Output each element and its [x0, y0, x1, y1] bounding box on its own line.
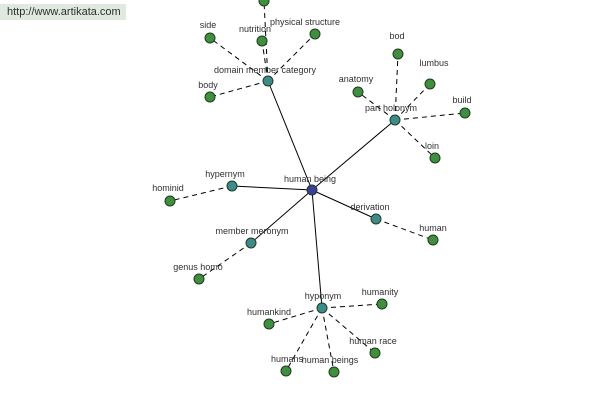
- leaf-label-physical-structure: physical structure: [270, 17, 340, 27]
- leaf-label-hominid: hominid: [152, 183, 184, 193]
- leaf-node-body[interactable]: [204, 91, 216, 103]
- relation-label-hypernym: hypernym: [205, 169, 245, 179]
- leaf-label-bod: bod: [389, 31, 404, 41]
- leaf-node-lumbus[interactable]: [424, 78, 436, 90]
- graph-nodes: [164, 0, 471, 378]
- relation-label-derivation: derivation: [350, 202, 389, 212]
- relation-label-domain-member-category: domain member category: [214, 65, 317, 75]
- relation-label-part-holonym: part holonym: [365, 103, 417, 113]
- leaf-label-anatomy: anatomy: [339, 74, 374, 84]
- edge-part-holonym: [311, 119, 396, 191]
- edge-domain-member-category-body: [209, 80, 269, 98]
- edge-member-meronym-genus-homo: [198, 242, 252, 280]
- leaf-label-side: side: [200, 20, 217, 30]
- leaf-node-human-race[interactable]: [369, 347, 381, 359]
- edge-part-holonym-bod: [394, 53, 399, 121]
- leaf-label-lumbus: lumbus: [419, 58, 449, 68]
- leaf-node-genus-homo[interactable]: [193, 273, 205, 285]
- leaf-label-human: human: [419, 223, 447, 233]
- leaf-label-build: build: [452, 95, 471, 105]
- leaf-node-nutrition[interactable]: [256, 35, 268, 47]
- leaf-label-loin: loin: [425, 141, 439, 151]
- leaf-node-human-beings[interactable]: [328, 366, 340, 378]
- leaf-node-human[interactable]: [427, 234, 439, 246]
- relation-node-member-meronym[interactable]: [245, 237, 257, 249]
- edge-domain-member-category-physical-structure: [267, 33, 316, 82]
- edge-derivation: [311, 189, 377, 220]
- center-label-human-being: human being: [284, 174, 336, 184]
- leaf-node-loin[interactable]: [429, 152, 441, 164]
- edge-domain-member-category-nutrition: [261, 40, 269, 82]
- relation-node-hyponym[interactable]: [316, 302, 328, 314]
- relation-label-hyponym: hyponym: [305, 291, 342, 301]
- leaf-label-body: body: [198, 80, 218, 90]
- leaf-node-side[interactable]: [204, 32, 216, 44]
- relation-node-hypernym[interactable]: [226, 180, 238, 192]
- edge-hypernym-hominid: [169, 185, 233, 202]
- edge-part-holonym-build: [394, 112, 466, 121]
- relation-node-domain-member-category[interactable]: [262, 75, 274, 87]
- leaf-node-humans[interactable]: [280, 365, 292, 377]
- leaf-node-physical-structure[interactable]: [309, 28, 321, 40]
- leaf-label-genus-homo: genus homo: [173, 262, 223, 272]
- edge-part-holonym-loin: [394, 119, 436, 159]
- edge-domain-member-category-side: [209, 37, 269, 82]
- leaf-node-hominid[interactable]: [164, 195, 176, 207]
- watermark-url: http://www.artikata.com: [0, 4, 126, 20]
- edge-hyponym-humanity: [321, 303, 383, 309]
- edge-part-holonym-lumbus: [394, 83, 431, 121]
- center-node-human-being[interactable]: [306, 184, 318, 196]
- edge-hyponym-human-beings: [321, 307, 335, 373]
- leaf-label-human-race: human race: [349, 336, 397, 346]
- leaf-label-humankind: humankind: [247, 307, 291, 317]
- edge-hyponym-human-race: [321, 307, 376, 354]
- graph-edges: [169, 0, 466, 373]
- edge-hyponym: [311, 189, 323, 309]
- edge-hypernym: [231, 185, 313, 191]
- edge-hyponym-humans: [285, 307, 323, 372]
- leaf-label-humanity: humanity: [362, 287, 399, 297]
- leaf-node-build[interactable]: [459, 107, 471, 119]
- relation-node-part-holonym[interactable]: [389, 114, 401, 126]
- leaf-label-nutrition: nutrition: [239, 24, 271, 34]
- leaf-node-humanity[interactable]: [376, 298, 388, 310]
- leaf-node-unlabeled[interactable]: [258, 0, 270, 7]
- leaf-label-human-beings: human beings: [302, 355, 359, 365]
- leaf-label-humans: humans: [271, 354, 304, 364]
- edge-part-holonym-anatomy: [357, 91, 396, 121]
- relation-label-member-meronym: member meronym: [215, 226, 288, 236]
- edge-domain-member-category: [267, 80, 313, 191]
- edge-hyponym-humankind: [268, 307, 323, 325]
- edge-derivation-human: [375, 218, 434, 241]
- leaf-node-bod[interactable]: [392, 48, 404, 60]
- relation-node-derivation[interactable]: [370, 213, 382, 225]
- leaf-node-anatomy[interactable]: [352, 86, 364, 98]
- edge-member-meronym: [250, 189, 313, 244]
- leaf-node-humankind[interactable]: [263, 318, 275, 330]
